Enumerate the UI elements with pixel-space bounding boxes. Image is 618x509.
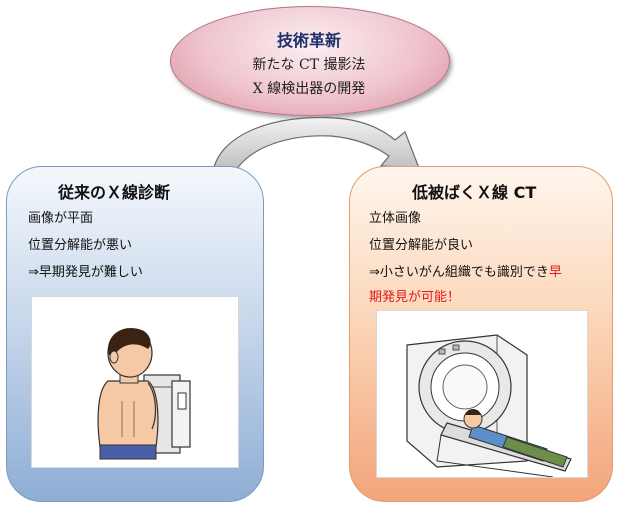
conventional-line-poor-resolution: 位置分解能が悪い bbox=[28, 234, 132, 253]
conventional-xray-illustration-frame bbox=[31, 296, 239, 468]
technology-line-detector: X 線検出器の開発 bbox=[170, 78, 448, 98]
ct-line-early-detection-possible: 期発見が可能！ bbox=[369, 286, 460, 305]
ct-scanner-illustration bbox=[377, 311, 587, 477]
ct-scanner-illustration-frame bbox=[376, 310, 588, 478]
ct-line-3d-image: 立体画像 bbox=[369, 207, 421, 226]
conventional-line-early-detection-difficult: ⇒早期発見が難しい bbox=[28, 261, 143, 280]
technology-title: 技術革新 bbox=[170, 27, 448, 51]
ct-line3-red-text: 早 bbox=[549, 265, 562, 280]
ct-line-good-resolution: 位置分解能が良い bbox=[369, 234, 473, 253]
ct-line-small-cancer-identification: ⇒小さいがん組織でも識別でき早 bbox=[369, 261, 562, 280]
low-dose-ct-title: 低被ばくＸ線 CT bbox=[412, 179, 536, 203]
conventional-line-flat-image: 画像が平面 bbox=[28, 207, 93, 226]
technology-line-ct-method: 新たな CT 撮影法 bbox=[170, 54, 448, 74]
xray-patient-illustration bbox=[32, 297, 238, 467]
ct-line3-text: ⇒小さいがん組織でも識別でき bbox=[369, 265, 549, 280]
conventional-xray-title: 従来のＸ線診断 bbox=[58, 179, 170, 203]
